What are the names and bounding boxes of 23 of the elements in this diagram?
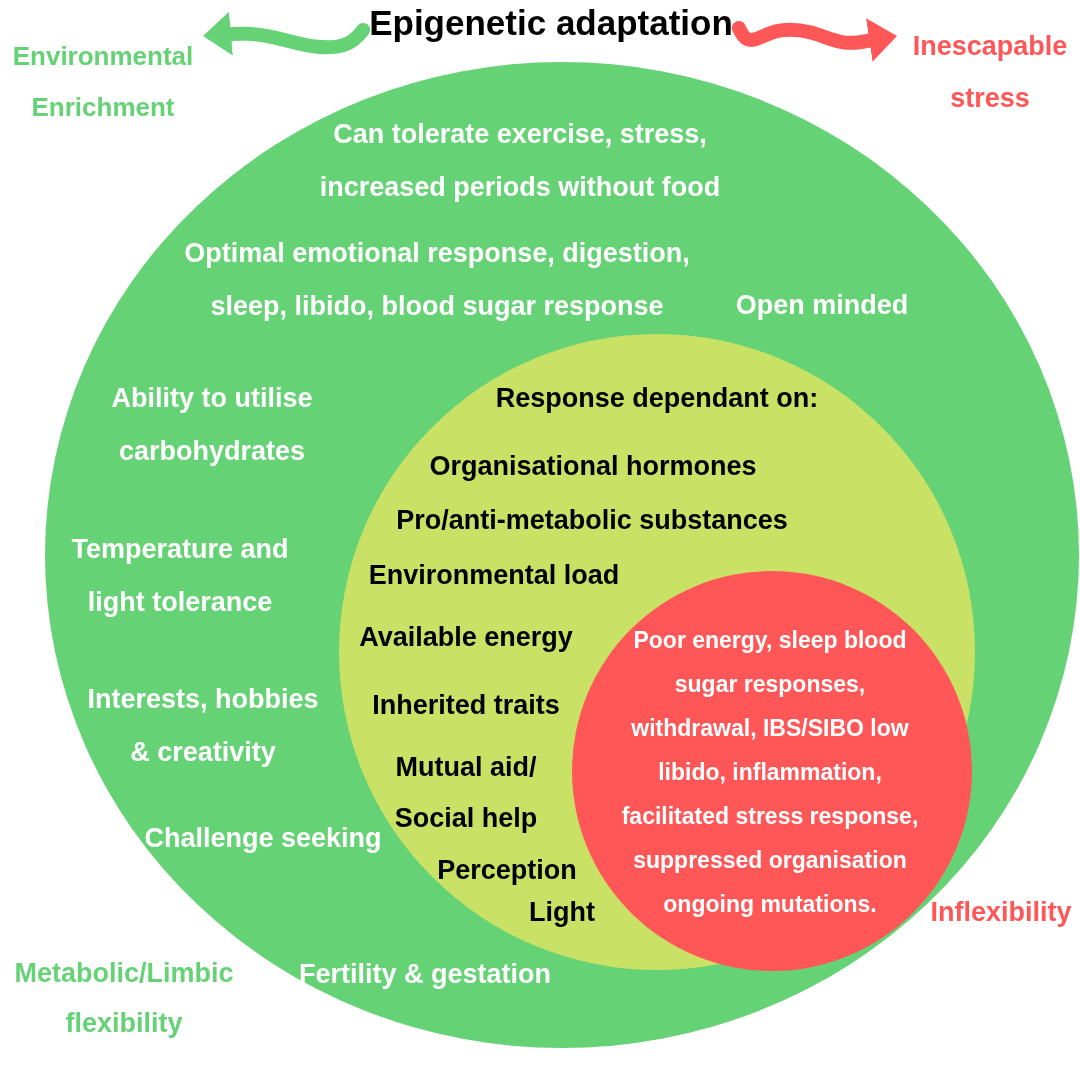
list-item: Perception (437, 853, 577, 887)
note-text: Ability to utilise carbohydrates (110, 382, 314, 468)
note-text: Fertility & gestation (299, 957, 551, 991)
note-text: Optimal emotional response, digestion, sleep, libido, blood sugar response (183, 237, 691, 323)
list-item: Light (529, 895, 595, 929)
note-text: Interests, hobbies & creativity (86, 683, 320, 769)
side-label: Inescapable stress (897, 20, 1080, 124)
side-label: Metabolic/Limbic flexibility (13, 957, 235, 1040)
list-item: Mutual aid/ Social help (393, 751, 539, 835)
title-text: Epigenetic adaptation (363, 3, 739, 43)
list-item: Available energy (359, 620, 573, 654)
side-label: Environmental Enrichment (3, 31, 203, 133)
list-item: Inherited traits (372, 688, 560, 722)
note-text: Open minded (735, 288, 909, 322)
subheading: Response dependant on: (495, 381, 819, 415)
note-text: Temperature and light tolerance (70, 533, 290, 619)
paragraph: Poor energy, sleep blood sugar responses, withdrawal, IBS/SIBO low libido, inflammation, facilitated stress response, suppressed organisation ongoing mutations. (620, 626, 920, 919)
note-text: Challenge seeking (144, 821, 382, 855)
note-text: Can tolerate exercise, stress, increased periods without food (318, 118, 722, 204)
side-label: Inflexibility (930, 896, 1072, 929)
list-item: Environmental load (368, 558, 620, 592)
list-item: Pro/anti-metabolic substances (396, 503, 788, 537)
list-item: Organisational hormones (429, 449, 757, 483)
